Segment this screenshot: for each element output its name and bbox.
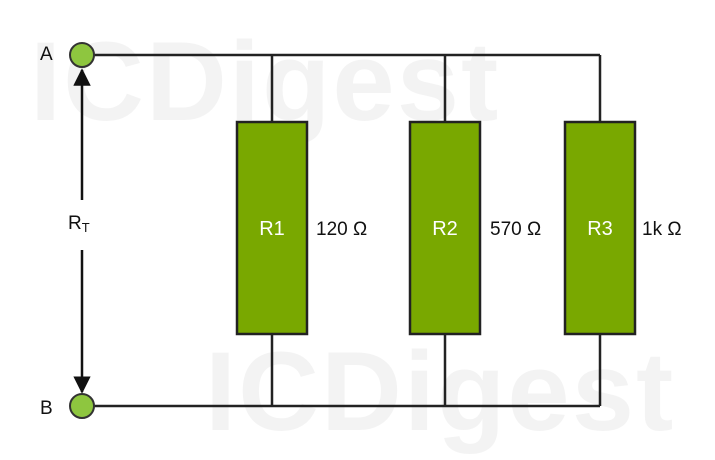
resistor-r1-value: 120 Ω <box>316 219 367 240</box>
resistor-r3-value: 1k Ω <box>642 219 682 240</box>
terminal-b <box>69 393 95 419</box>
resistor-r3: R3 1k Ω <box>563 120 682 336</box>
resistor-r3-name: R3 <box>587 218 613 240</box>
terminal-a <box>69 42 95 68</box>
wires <box>82 53 602 408</box>
watermark-bottom: ICDigest <box>205 329 675 454</box>
resistor-r1: R1 120 Ω <box>235 120 367 336</box>
resistor-r2-value: 570 Ω <box>490 219 541 240</box>
resistor-r2: R2 570 Ω <box>408 120 541 336</box>
resistor-r1-name: R1 <box>259 218 285 240</box>
terminal-b-label: B <box>40 398 53 419</box>
resistor-r2-body <box>408 120 482 336</box>
terminal-a-label: A <box>40 44 53 65</box>
total-resistance-label: RT <box>68 213 90 235</box>
resistor-r3-body <box>563 120 637 336</box>
resistor-r2-name: R2 <box>432 218 458 240</box>
resistor-r1-body <box>235 120 309 336</box>
